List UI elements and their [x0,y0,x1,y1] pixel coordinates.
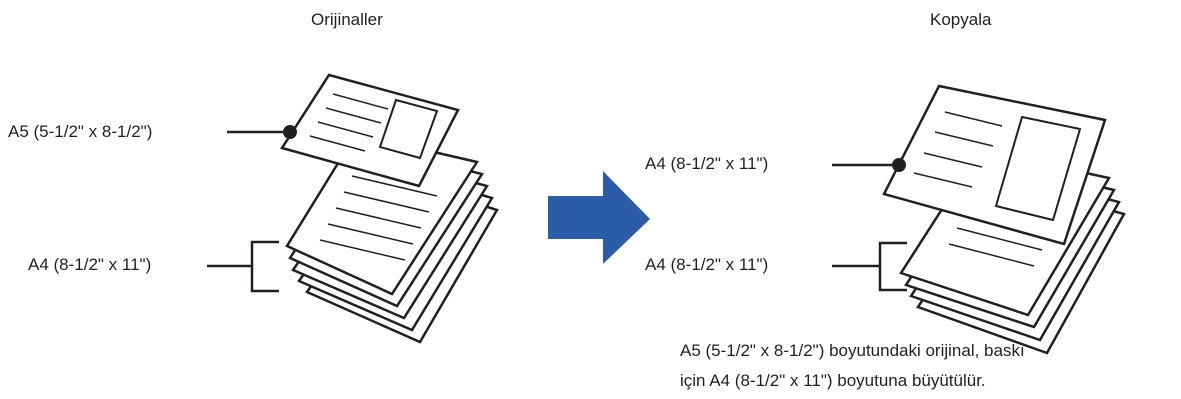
original-large-label: A4 (8-1/2" x 11") [28,255,152,274]
original-small-label: A5 (5-1/2" x 8-1/2") [8,122,153,141]
process-arrow [548,171,650,264]
original-a5-pointer-dot [283,125,297,139]
copy-enlarged-label: A4 (8-1/2" x 11") [645,154,769,173]
copy-a4-bracket [832,241,907,292]
copy-large-label: A4 (8-1/2" x 11") [645,255,769,274]
copies-header: Kopyala [930,10,992,29]
original-a4-bracket [207,240,279,293]
copy-enlarged-pointer-dot [892,158,906,172]
originals-header: Orijinaller [311,10,383,29]
caption: A5 (5-1/2" x 8-1/2") boyutundaki orijina… [680,336,1025,396]
copy-enlarged-page [882,84,1107,246]
caption-line-1: A5 (5-1/2" x 8-1/2") boyutundaki orijina… [680,341,1025,360]
original-a4-stack [285,132,499,344]
caption-line-2: için A4 (8-1/2" x 11") boyutuna büyütülü… [680,371,986,390]
original-a5-page [280,73,460,188]
